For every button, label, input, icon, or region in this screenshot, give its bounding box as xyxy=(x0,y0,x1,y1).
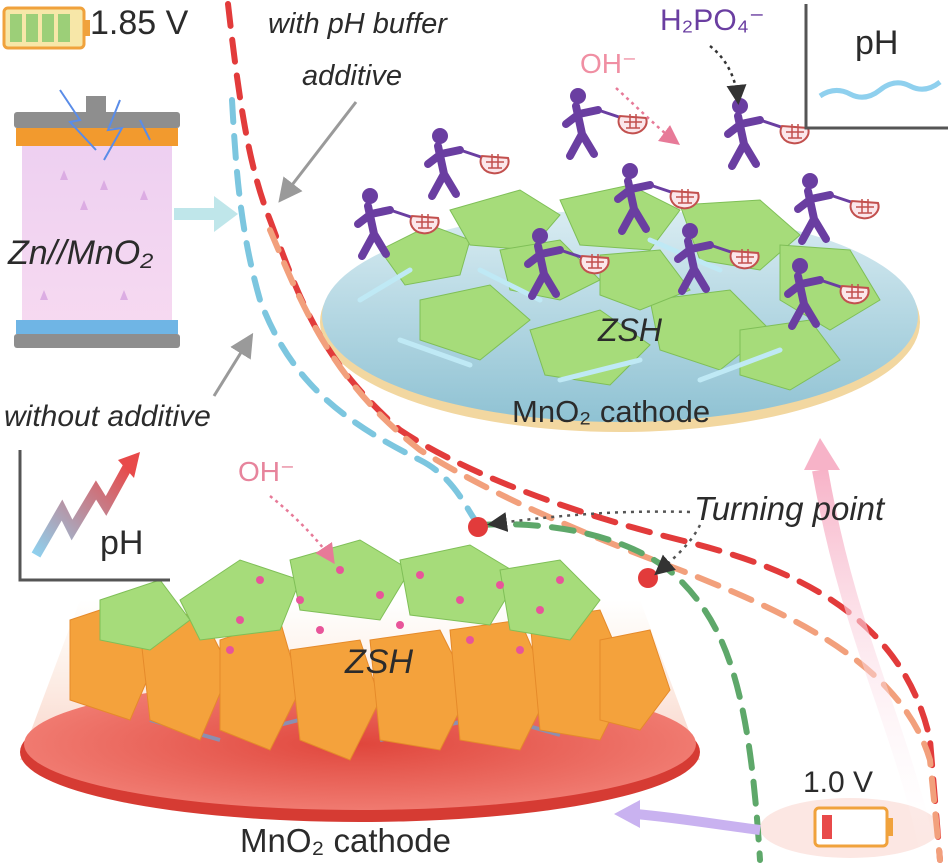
hydroxide-label-left: OH⁻ xyxy=(238,456,295,487)
flow-arrow xyxy=(174,196,238,232)
turning-point-markers xyxy=(468,510,702,588)
with-buffer-label-line2: additive xyxy=(302,60,402,92)
ph-label-top: pH xyxy=(855,24,899,62)
zsh-label-top: ZSH xyxy=(598,312,662,348)
turning-point-label: Turning point xyxy=(694,490,885,527)
ph-label-left: pH xyxy=(100,524,144,562)
zsh-label-bottom: ZSH xyxy=(345,643,413,681)
cathode-plate-top xyxy=(320,184,920,432)
battery-low-icon xyxy=(760,798,940,858)
hydroxide-label-top: OH⁻ xyxy=(580,48,637,79)
battery-full-icon xyxy=(2,6,90,50)
voltage-high-label: 1.85 V xyxy=(90,4,189,42)
pointer-arrows xyxy=(212,45,938,862)
voltage-low-label: 1.0 V xyxy=(803,766,874,799)
curve-without-additive xyxy=(229,97,483,528)
ph-graph-left xyxy=(18,450,170,582)
cathode-label-bottom: MnO₂ cathode xyxy=(240,822,451,859)
with-buffer-label-line1: with pH buffer xyxy=(268,8,447,40)
cathode-label-top: MnO₂ cathode xyxy=(512,394,711,429)
without-additive-label: without additive xyxy=(4,400,211,433)
ph-graph-top xyxy=(804,4,948,130)
phosphate-label: H₂PO₄⁻ xyxy=(660,4,765,37)
cathode-plate-bottom xyxy=(20,539,700,822)
zn-mno2-cell xyxy=(14,89,180,348)
cell-label: Zn//MnO₂ xyxy=(8,234,154,272)
discharge-curves xyxy=(225,1,943,863)
